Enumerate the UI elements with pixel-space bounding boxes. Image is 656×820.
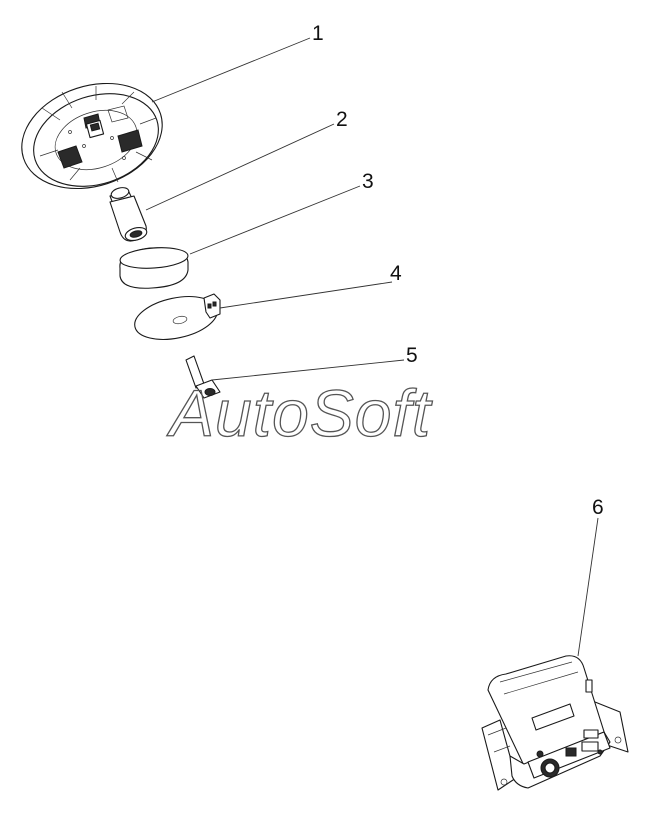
callout-number-6: 6: [592, 496, 604, 519]
leader-line-4: [219, 281, 393, 309]
callout-number-1: 1: [312, 22, 324, 45]
watermark-text: AutoSoft: [166, 376, 433, 450]
part-2-cylinder-sleeve: [109, 187, 148, 242]
callout-number-2: 2: [336, 108, 348, 131]
leader-line-5: [211, 359, 405, 381]
leader-lines: [145, 37, 599, 657]
part-4-plate-with-tab: [134, 293, 221, 340]
leader-line-3: [189, 185, 361, 255]
part-5-pin-with-eye: [185, 355, 221, 399]
callout-number-4: 4: [390, 262, 402, 285]
leader-line-6: [577, 517, 599, 657]
callout-number-5: 5: [406, 344, 418, 367]
callout-number-3: 3: [362, 170, 374, 193]
leader-line-2: [145, 123, 335, 211]
part-6-control-unit: [481, 655, 629, 791]
leader-line-1: [151, 37, 311, 103]
part-3-disc-cap: [119, 247, 189, 289]
part-1-wheel-housing: [21, 82, 163, 190]
